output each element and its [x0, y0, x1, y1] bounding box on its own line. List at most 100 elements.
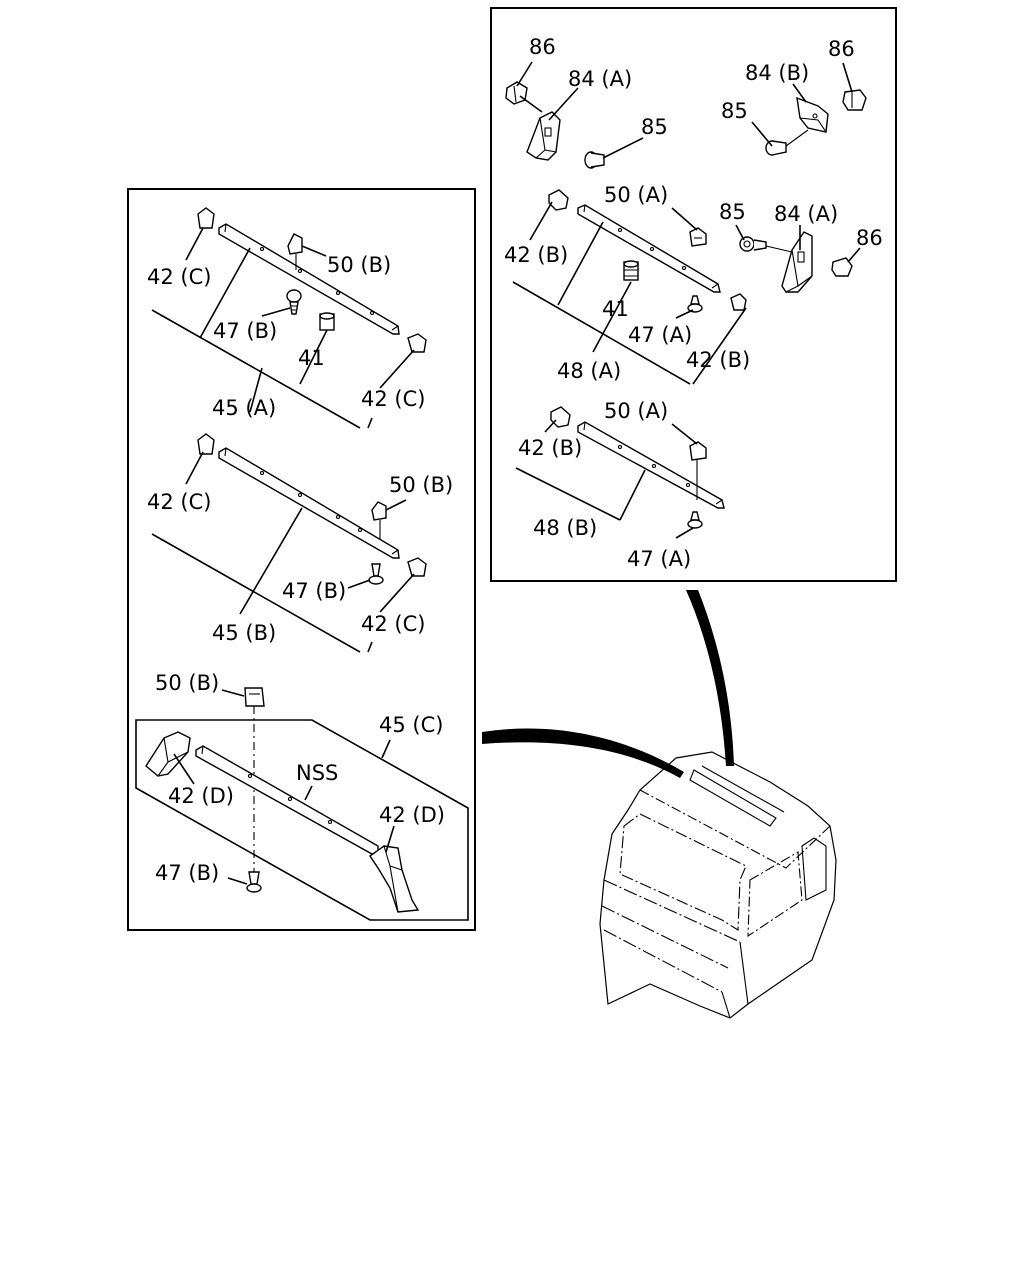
- leader-47a-a: [675, 309, 694, 319]
- bracket-84a-mid: [781, 231, 813, 293]
- screw-85-top-right: [765, 140, 787, 156]
- label-86: 86: [856, 226, 883, 250]
- label-42b: 42 (B): [686, 348, 750, 372]
- leader-47a-b: [675, 527, 694, 539]
- label-86: 86: [529, 35, 556, 59]
- label-86: 86: [828, 37, 855, 61]
- label-45a: 45 (A): [212, 396, 276, 420]
- screw-axis-b: [785, 129, 809, 147]
- screw-47a-a: [687, 295, 703, 313]
- rail-45b: [218, 447, 400, 559]
- label-47b: 47 (B): [213, 319, 277, 343]
- clip-50a-a: [689, 227, 707, 247]
- leader-42d-b: [385, 825, 395, 853]
- leader-45b-bracket: [151, 507, 373, 653]
- leader-86-c: [847, 247, 861, 263]
- clip-42c-c: [197, 433, 215, 455]
- label-85: 85: [721, 99, 748, 123]
- clip-86-mid: [831, 257, 853, 277]
- label-50b: 50 (B): [155, 671, 219, 695]
- rail-45a: [218, 223, 400, 335]
- rail-48a: [577, 204, 721, 293]
- leader-48b-bracket: [515, 467, 646, 521]
- clip-42b-a: [548, 189, 569, 211]
- screw-47b-c: [246, 871, 262, 893]
- clip-86-top-right: [842, 89, 867, 111]
- curved-arrow-top: [686, 590, 734, 766]
- leader-84b: [792, 83, 807, 103]
- label-85: 85: [641, 115, 668, 139]
- label-85: 85: [719, 200, 746, 224]
- clip-50a-b: [689, 441, 707, 461]
- clip-42b-b: [730, 293, 747, 311]
- leader-45a-bracket: [151, 247, 373, 429]
- leader-86-b: [842, 62, 853, 93]
- label-50a: 50 (A): [604, 399, 668, 423]
- leader-85-b: [751, 121, 773, 147]
- leader-50b-a: [301, 245, 327, 257]
- label-42b: 42 (B): [518, 436, 582, 460]
- leader-48a-bracket: [512, 221, 747, 385]
- leader-42c-c: [185, 451, 204, 485]
- label-42c: 42 (C): [147, 490, 211, 514]
- label-47b: 47 (B): [155, 861, 219, 885]
- screw-axis-mid: [765, 245, 793, 253]
- leader-86-a: [516, 61, 533, 87]
- nut-41-right: [623, 260, 639, 281]
- leader-47b-a: [261, 307, 291, 317]
- label-45b: 45 (B): [212, 621, 276, 645]
- leader-50a-b: [671, 423, 698, 445]
- label-42c: 42 (C): [147, 265, 211, 289]
- label-41: 41: [298, 346, 325, 370]
- clip-50b-c: [244, 687, 265, 707]
- clip-50b-b: [371, 501, 387, 521]
- rail-48b: [577, 421, 725, 509]
- leader-50a-a: [671, 207, 698, 231]
- label-42c: 42 (C): [361, 612, 425, 636]
- label-47b: 47 (B): [282, 579, 346, 603]
- label-84b: 84 (B): [745, 61, 809, 85]
- label-48a: 48 (A): [557, 359, 621, 383]
- leader-42b-a: [529, 201, 553, 241]
- label-47a: 47 (A): [627, 547, 691, 571]
- leader-47b-c: [227, 877, 248, 885]
- leader-85-a: [602, 137, 644, 159]
- screw-47b-b: [368, 563, 384, 585]
- leader-42d-a: [173, 753, 195, 785]
- end-cap-42d-left: [145, 731, 191, 777]
- clip-42c-a: [197, 207, 215, 229]
- leader-47b-b: [347, 579, 371, 589]
- screw-85-top-left: [584, 151, 605, 169]
- label-45c: 45 (C): [379, 713, 443, 737]
- nut-41-left: [319, 312, 335, 331]
- leader-84a-a: [519, 87, 579, 121]
- bracket-84b: [796, 96, 829, 133]
- leader-42c-d: [379, 573, 415, 613]
- screw-47a-b: [687, 511, 703, 529]
- screw-47b-a: [286, 289, 302, 315]
- subbox-45c: [135, 719, 469, 921]
- label-50b: 50 (B): [389, 473, 453, 497]
- label-84a: 84 (A): [774, 202, 838, 226]
- leader-50b-c: [221, 689, 245, 697]
- label-47a: 47 (A): [628, 323, 692, 347]
- leader-45c: [381, 739, 391, 759]
- right-panel-border: [490, 7, 897, 582]
- left-panel-border: [127, 188, 476, 931]
- truck-cab: [599, 751, 837, 1019]
- bracket-84a-top: [526, 111, 561, 161]
- label-41: 41: [602, 297, 629, 321]
- label-nss: NSS: [296, 761, 338, 785]
- leader-50b-b: [385, 499, 407, 511]
- leader-42c-a: [185, 227, 204, 261]
- leader-85-c: [735, 224, 745, 241]
- clip-42b-c: [550, 406, 571, 428]
- screw-85-mid: [739, 236, 767, 252]
- clip-42c-d: [407, 557, 427, 577]
- end-cap-42d-right: [369, 845, 420, 913]
- clip-42c-b: [407, 333, 427, 353]
- label-42d: 42 (D): [379, 803, 445, 827]
- curved-arrow-left: [482, 728, 684, 778]
- label-50b: 50 (B): [327, 253, 391, 277]
